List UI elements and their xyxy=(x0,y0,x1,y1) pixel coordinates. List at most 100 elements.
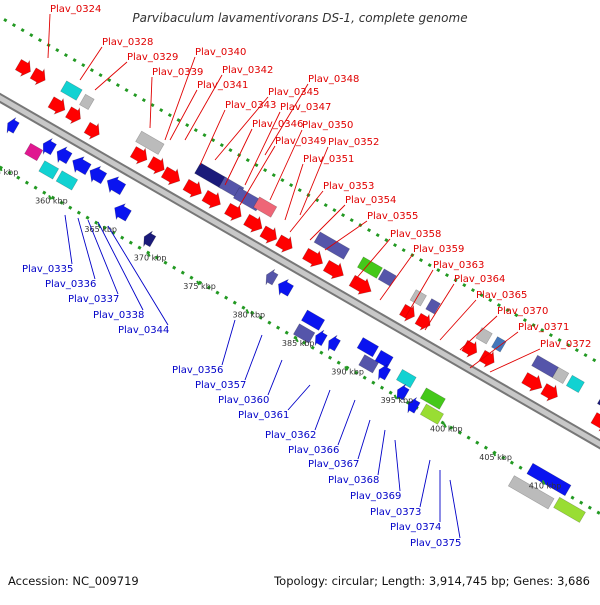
gene-label-top: Plav_0364 xyxy=(454,274,505,285)
scale-dot xyxy=(375,233,380,238)
scale-dot xyxy=(353,370,359,375)
gene-label-top: Plav_0354 xyxy=(345,195,396,206)
scale-dot xyxy=(37,38,43,43)
scale-dot xyxy=(3,18,8,23)
gene-shape xyxy=(378,364,392,381)
label-leaders xyxy=(47,13,541,539)
leader-line xyxy=(264,83,309,156)
gene-shape xyxy=(551,366,570,385)
scale-dot xyxy=(548,333,553,338)
gene-label-top: Plav_0348 xyxy=(308,74,359,85)
leader-line xyxy=(244,111,281,186)
backbone-band xyxy=(0,95,600,448)
gene-shape xyxy=(396,383,410,401)
gene-shape xyxy=(521,372,543,392)
gene-shape xyxy=(64,106,81,125)
scale-dot xyxy=(124,88,129,93)
leader-line xyxy=(489,348,541,373)
scale-dot xyxy=(596,510,600,515)
leader-line xyxy=(224,128,253,186)
scale-dot xyxy=(501,455,506,460)
leader-line xyxy=(79,46,103,81)
gene-shape xyxy=(89,165,108,185)
scale-dot xyxy=(592,358,597,363)
gene-shape xyxy=(114,203,132,222)
scale-dot xyxy=(94,220,99,225)
leader-line xyxy=(284,163,304,221)
leader-line xyxy=(459,315,498,351)
gene-shape xyxy=(38,160,60,180)
scale-dot xyxy=(336,360,341,365)
gene-label-top: Plav_0358 xyxy=(390,229,441,240)
gene-label-top: Plav_0343 xyxy=(225,100,276,111)
scale-dot xyxy=(284,330,289,335)
leader-line xyxy=(394,439,401,492)
scale-tick xyxy=(443,423,447,428)
gene-label-bottom: Plav_0367 xyxy=(308,459,359,470)
scale-dot xyxy=(301,340,307,345)
leader-line xyxy=(221,319,236,366)
scale-dot xyxy=(89,68,94,73)
leader-line xyxy=(357,419,371,460)
leader-line xyxy=(107,225,169,326)
gene-shape xyxy=(356,256,383,279)
map-title: Parvibaculum lavamentivorans DS-1, compl… xyxy=(132,11,467,25)
scale-dot xyxy=(449,425,454,430)
scale-dot xyxy=(479,293,484,298)
scale-dot xyxy=(379,385,385,390)
leader-line xyxy=(169,89,198,141)
gene-label-bottom: Plav_0369 xyxy=(350,491,401,502)
scale-dot xyxy=(453,278,458,283)
scale-dot xyxy=(466,435,471,440)
leader-line xyxy=(299,146,329,216)
summary-text: Topology: circular; Length: 3,914,745 bp… xyxy=(273,574,590,588)
gene-label-bottom: Plav_0335 xyxy=(22,264,73,275)
gene-shape xyxy=(300,309,326,331)
scale-dot xyxy=(206,285,211,290)
scale-dot xyxy=(50,195,55,200)
gene-label-top: Plav_0349 xyxy=(275,136,326,147)
gene-shape xyxy=(278,278,295,297)
scale-dot xyxy=(63,53,68,58)
gene-shape xyxy=(182,178,202,198)
gene-label-top: Plav_0329 xyxy=(127,52,178,63)
gene-features xyxy=(6,58,600,523)
gene-shape xyxy=(553,496,586,523)
leader-line xyxy=(289,190,324,233)
gene-shape xyxy=(398,303,415,322)
scale-tick xyxy=(146,252,151,257)
scale-dot xyxy=(20,28,25,33)
gene-label-top: Plav_0342 xyxy=(222,65,273,76)
scale-dot xyxy=(128,240,133,245)
gene-shape xyxy=(491,336,507,353)
gene-shape xyxy=(6,117,20,134)
scale-dot xyxy=(280,178,285,183)
scale-dot xyxy=(42,190,47,195)
scale-dot xyxy=(120,235,125,240)
scale-dot xyxy=(176,118,181,123)
gene-label-bottom: Plav_0337 xyxy=(68,294,119,305)
scale-dot xyxy=(107,78,112,83)
gene-shape xyxy=(147,156,165,175)
scale-dot xyxy=(11,23,17,28)
gene-label-top: Plav_0350 xyxy=(302,120,353,131)
scale-dot xyxy=(566,343,571,348)
gene-label-top: Plav_0372 xyxy=(540,339,591,350)
gene-shape xyxy=(348,274,372,295)
scale-tick xyxy=(0,166,3,172)
leader-line xyxy=(87,219,119,295)
scale-tick xyxy=(48,195,52,200)
gene-shape xyxy=(314,329,328,347)
gene-shape xyxy=(79,93,95,111)
scale-dot xyxy=(59,200,64,205)
scale-tick xyxy=(541,480,546,485)
gene-label-bottom: Plav_0336 xyxy=(45,279,96,290)
scale-dot xyxy=(137,245,142,250)
scale-dot xyxy=(133,93,138,98)
gene-label-top: Plav_0351 xyxy=(303,154,354,165)
leader-line xyxy=(309,204,346,241)
gene-shape xyxy=(129,146,148,165)
scale-dot xyxy=(167,113,172,118)
scale-dot xyxy=(68,205,73,210)
scale-dot xyxy=(319,350,324,355)
